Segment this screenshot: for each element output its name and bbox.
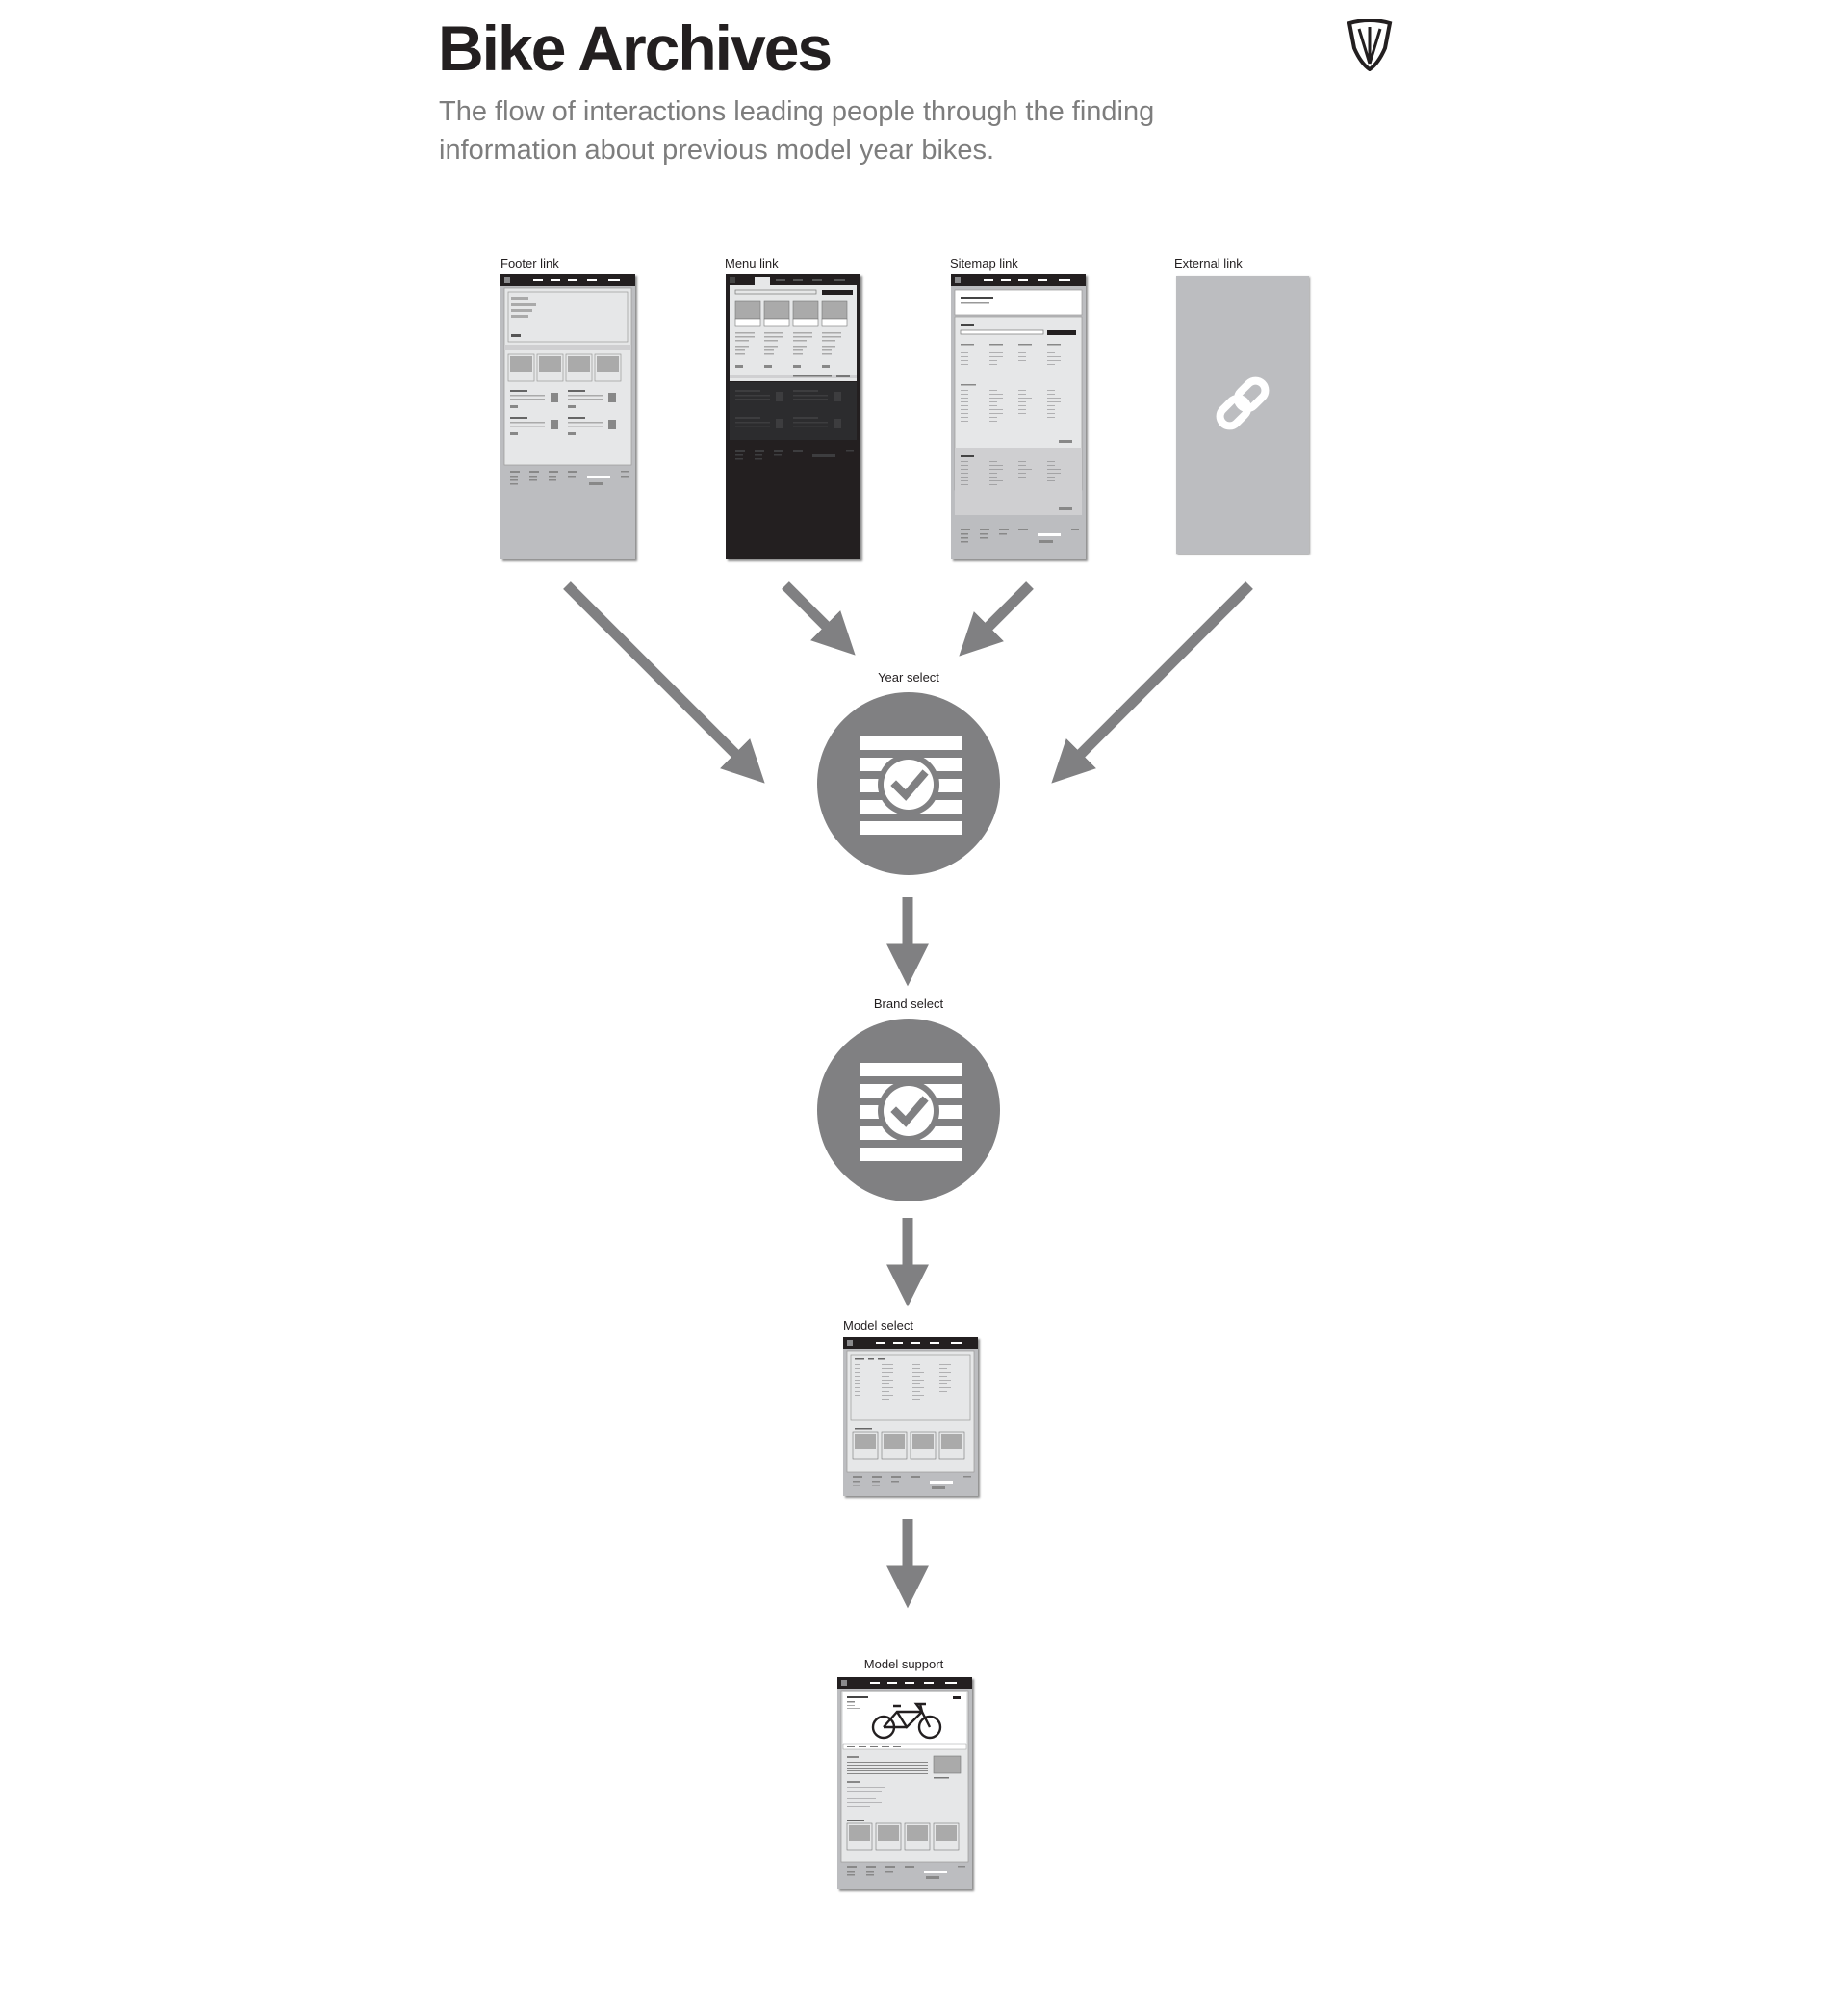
model-select-thumbnail [843,1337,978,1496]
checklist-icon [860,736,962,835]
footer-link-thumbnail [500,274,635,559]
model-support-label: Model support [863,1657,944,1671]
arrow-sitemap-to-year [959,581,1034,657]
sitemap-link-label: Sitemap link [950,256,1018,271]
bicycle-icon [871,1702,942,1740]
menu-link-label: Menu link [725,256,779,271]
year-select-node [817,692,1000,875]
menu-link-thumbnail [726,274,860,559]
year-select-label: Year select [878,670,939,685]
page-subtitle: The flow of interactions leading people … [439,96,1155,166]
sitemap-link-thumbnail [951,274,1086,559]
brand-select-label: Brand select [873,996,944,1011]
footer-link-label: Footer link [500,256,559,271]
checklist-icon [860,1063,962,1161]
chain-link-icon [1216,376,1270,430]
arrow-footer-to-year [563,581,765,784]
model-select-label: Model select [843,1318,913,1332]
shield-logo-icon [1347,19,1393,71]
external-link-thumbnail [1176,276,1309,554]
arrow-external-to-year [1051,581,1253,784]
model-support-thumbnail [837,1677,972,1889]
brand-select-node [817,1019,1000,1201]
page-title: Bike Archives [438,13,833,84]
arrow-menu-to-year [782,581,856,656]
external-link-label: External link [1174,256,1243,271]
